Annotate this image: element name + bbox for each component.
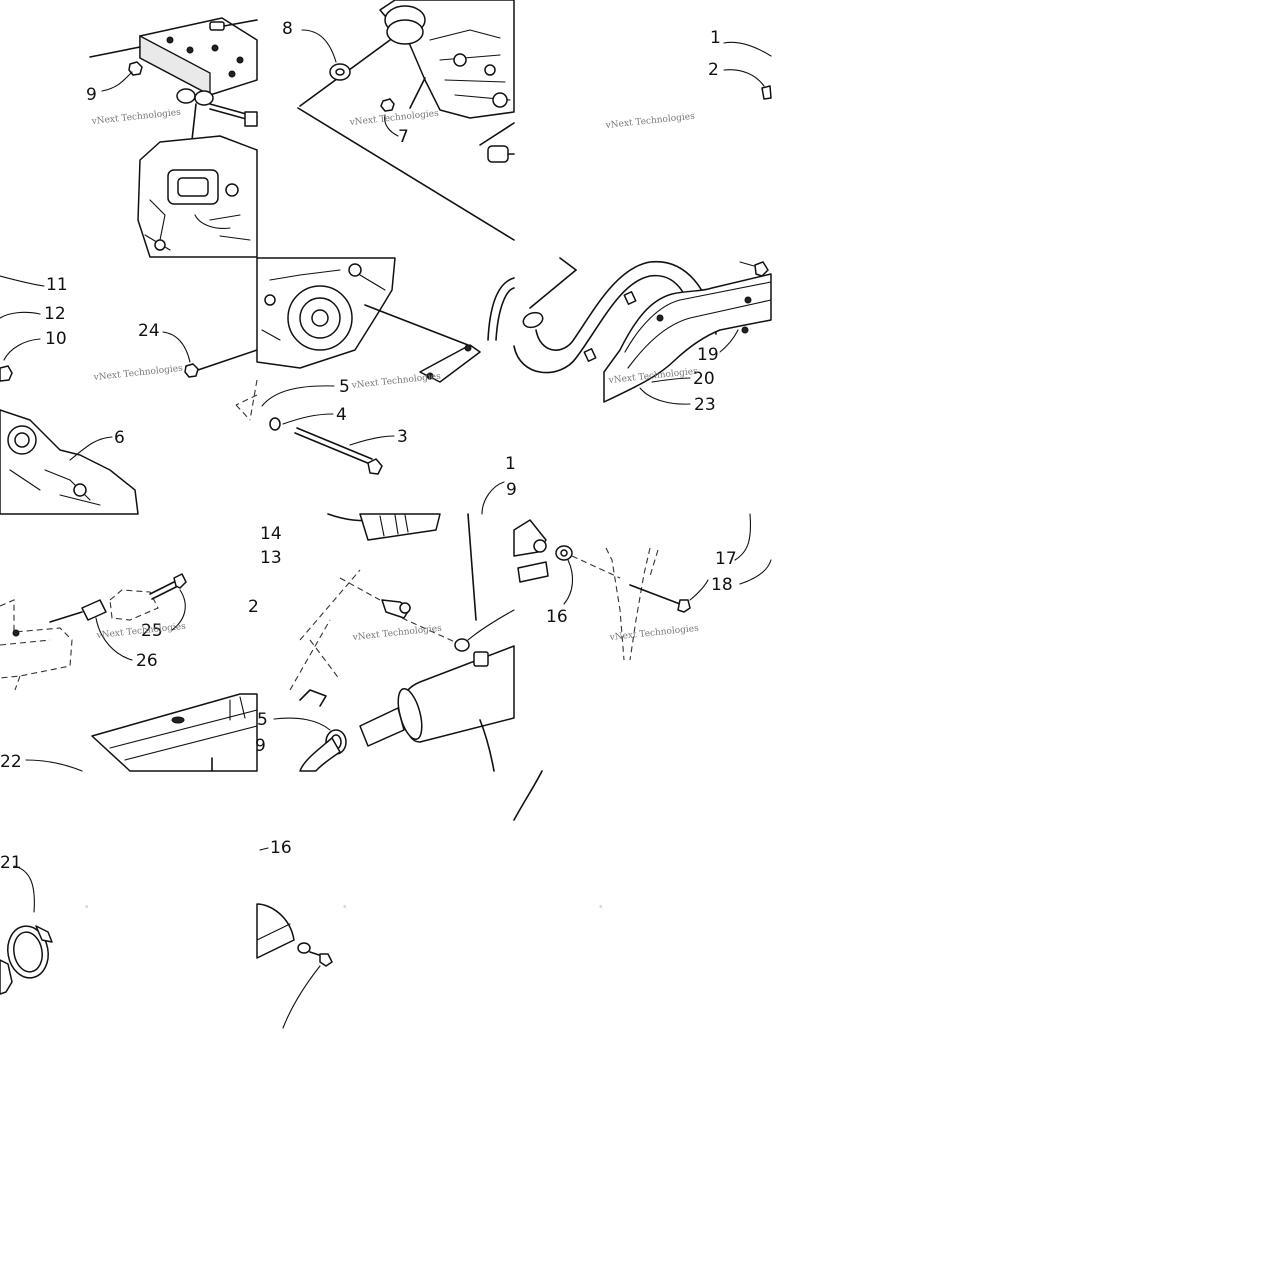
exhaust-gasket [522, 311, 544, 329]
callout-19: 19 [697, 345, 719, 365]
tile-mount-bracket: 9 vNext Technologies [86, 17, 258, 258]
callout-6: 6 [114, 428, 125, 448]
callout-21: 21 [0, 853, 22, 873]
bolt-top-right [739, 261, 769, 277]
watermark: vNext Technologies [92, 364, 183, 383]
callout-12: 12 [44, 304, 66, 324]
callout-4: 4 [336, 405, 347, 425]
engine-block-upper [137, 135, 258, 258]
callout-22: 22 [0, 752, 22, 772]
frame-bracket-dashed [0, 599, 73, 691]
callout-25: 25 [141, 621, 163, 641]
callout-8: 8 [282, 19, 293, 39]
tile-muffler: 14 13 2 5 9 vNext Technologies [248, 513, 515, 772]
tile-fastener-right: 1 2 vNext Technologies [604, 28, 772, 131]
engine-side-cover [256, 257, 396, 369]
muffler-heat-shield [91, 693, 258, 772]
nut-10 [0, 365, 13, 382]
watermark: vNext Technologies [348, 109, 439, 128]
rubber-mounts [176, 88, 214, 106]
tile-exhaust-header: 19 20 23 vNext Technologies [513, 257, 772, 415]
engine-block [379, 0, 515, 119]
tile-engine-front: 8 7 vNext Technologies [282, 0, 515, 241]
shield-top [359, 513, 441, 541]
long-bolt [209, 103, 258, 127]
washer-16 [297, 942, 311, 954]
washer-8 [329, 63, 351, 81]
washer-4 [269, 417, 281, 431]
tile-engine-mount-bolt: 5 4 3 1 9 vNext Technologies [235, 257, 517, 522]
callout-23: 23 [694, 395, 716, 415]
bolt-18 [629, 584, 691, 613]
heat-shield [603, 273, 772, 403]
watermark: vNext Technologies [90, 108, 181, 127]
tile-engine-left: 11 12 10 24 6 vNext Technologies [0, 275, 258, 515]
tile-lower-edge [513, 770, 543, 821]
callout-2: 2 [248, 597, 259, 617]
watermark: vNext Technologies [604, 112, 695, 131]
watermark-faint: · [342, 897, 348, 916]
spacer [487, 145, 515, 163]
callout-24: 24 [138, 321, 160, 341]
hose-clamp-21 [7, 925, 53, 979]
callout-13: 13 [260, 548, 282, 568]
callout-18: 18 [711, 575, 733, 595]
bolt-2 [761, 85, 772, 100]
nut-24 [184, 363, 199, 378]
callout-9: 9 [86, 85, 97, 105]
tile-frame-bracket: 25 26 22 vNext Technologies [0, 573, 258, 772]
callout-2: 2 [708, 60, 719, 80]
callout-3: 3 [397, 427, 408, 447]
watermark: vNext Technologies [351, 624, 442, 643]
callout-5: 5 [339, 377, 350, 397]
tile-hose-clamp: 21 · [0, 853, 90, 995]
callout-16: 16 [270, 838, 292, 858]
callout-1: 1 [710, 28, 721, 48]
mount-bracket [139, 17, 258, 97]
callout-9: 9 [255, 736, 266, 756]
watermark: vNext Technologies [350, 372, 441, 391]
callout-17: 17 [715, 549, 737, 569]
exhaust-flange [419, 344, 481, 383]
spacer-26 [81, 599, 107, 621]
muffler-body [359, 645, 515, 747]
callout-26: 26 [136, 651, 158, 671]
watermark-faint: · [84, 897, 90, 916]
callout-10: 10 [45, 329, 67, 349]
callout-7: 7 [398, 127, 409, 147]
engine-left-housing [0, 409, 139, 515]
callout-9: 9 [506, 480, 517, 500]
bolt-top [209, 19, 258, 31]
callout-1: 1 [505, 454, 516, 474]
bolt-3 [294, 427, 383, 475]
bolt-16 [309, 951, 333, 967]
callout-16: 16 [546, 607, 568, 627]
nut-7 [380, 98, 395, 112]
bolt-25 [149, 573, 187, 600]
callout-20: 20 [693, 369, 715, 389]
callout-5: 5 [257, 710, 268, 730]
callout-11: 11 [46, 275, 68, 295]
frame-tube [381, 599, 411, 619]
watermark: vNext Technologies [608, 624, 699, 643]
grommet [454, 638, 470, 652]
pipe-clamps [583, 291, 637, 362]
tile-rear-mount: 16 17 18 vNext Technologies [513, 513, 772, 661]
muffler-tail [256, 903, 295, 959]
bracket-rear [513, 519, 549, 583]
watermark-faint: · [598, 897, 604, 916]
callout-14: 14 [260, 524, 282, 544]
tile-muffler-end: 16 · · [256, 838, 604, 1029]
grommet-16 [555, 545, 573, 561]
